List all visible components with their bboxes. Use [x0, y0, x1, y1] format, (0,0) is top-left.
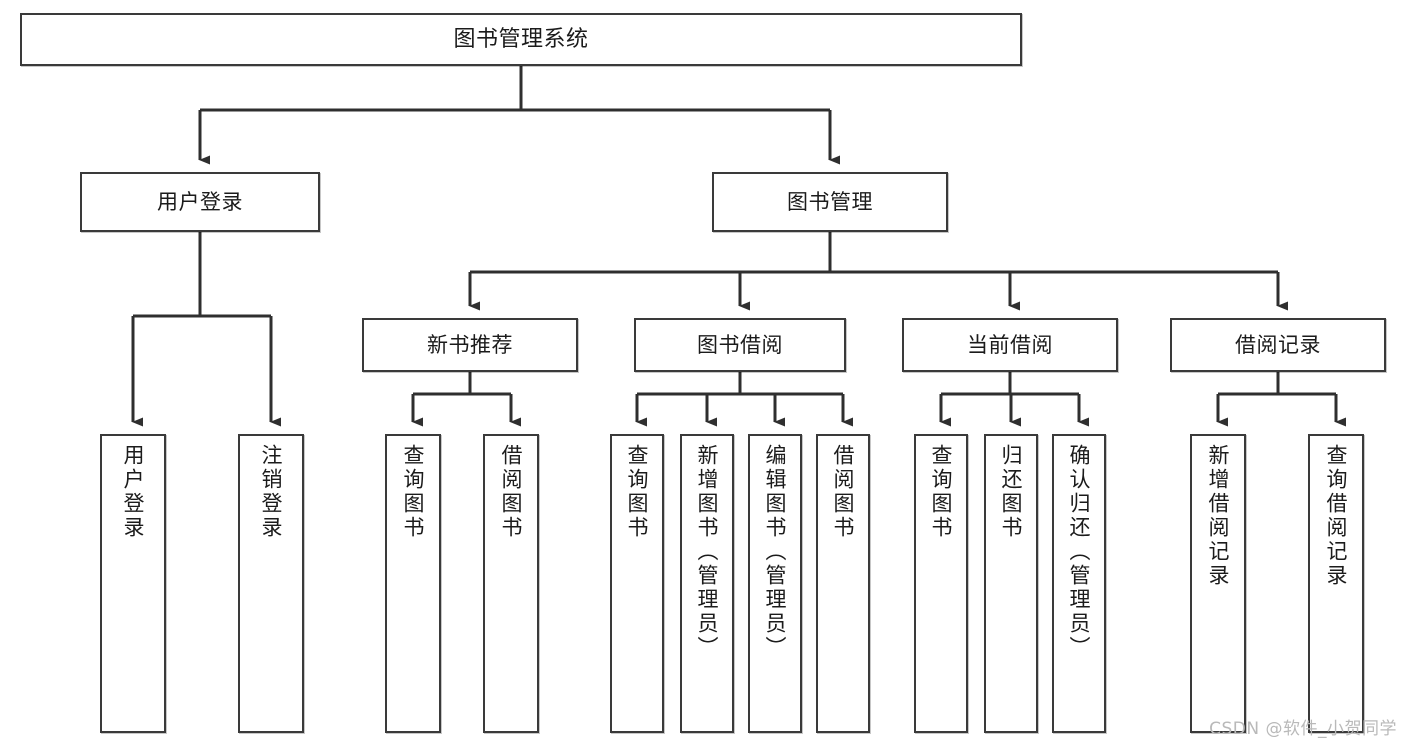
node-label: 归还图书 [999, 444, 1024, 540]
node-label: 查询图书 [401, 444, 426, 540]
node-leaf-query-rec[interactable]: 查询借阅记录 [1308, 434, 1364, 733]
node-label: 图书管理 [787, 189, 873, 214]
node-book-borrow[interactable]: 图书借阅 [634, 318, 846, 372]
node-leaf-query-2[interactable]: 查询图书 [610, 434, 664, 733]
node-label: 新增图书（管理员） [695, 444, 720, 660]
node-leaf-borrow-2[interactable]: 借阅图书 [816, 434, 870, 733]
node-label: 查询图书 [929, 444, 954, 540]
node-leaf-return[interactable]: 归还图书 [984, 434, 1038, 733]
node-label: 新增借阅记录 [1206, 444, 1231, 588]
node-leaf-edit-book[interactable]: 编辑图书（管理员） [748, 434, 802, 733]
node-leaf-confirm[interactable]: 确认归还（管理员） [1052, 434, 1106, 733]
node-label: 查询借阅记录 [1324, 444, 1349, 588]
node-user-login[interactable]: 用户登录 [80, 172, 320, 232]
node-label: 借阅图书 [831, 444, 856, 540]
node-root[interactable]: 图书管理系统 [20, 13, 1022, 66]
node-label: 用户登录 [121, 444, 146, 540]
node-label: 当前借阅 [967, 332, 1053, 357]
node-leaf-add-book[interactable]: 新增图书（管理员） [680, 434, 734, 733]
node-label: 查询图书 [625, 444, 650, 540]
node-label: 注销登录 [259, 444, 284, 540]
node-label: 新书推荐 [427, 332, 513, 357]
node-current-borrow[interactable]: 当前借阅 [902, 318, 1118, 372]
node-leaf-borrow-1[interactable]: 借阅图书 [483, 434, 539, 733]
node-leaf-user-login[interactable]: 用户登录 [100, 434, 166, 733]
node-label: 编辑图书（管理员） [763, 444, 788, 660]
node-leaf-logout[interactable]: 注销登录 [238, 434, 304, 733]
node-book-manage[interactable]: 图书管理 [712, 172, 948, 232]
node-label: 借阅图书 [499, 444, 524, 540]
node-label: 用户登录 [157, 189, 243, 214]
node-leaf-query-1[interactable]: 查询图书 [385, 434, 441, 733]
node-label: 图书借阅 [697, 332, 783, 357]
node-leaf-add-rec[interactable]: 新增借阅记录 [1190, 434, 1246, 733]
node-label: 图书管理系统 [453, 26, 589, 52]
node-leaf-query-3[interactable]: 查询图书 [914, 434, 968, 733]
node-new-book-rec[interactable]: 新书推荐 [362, 318, 578, 372]
node-label: 确认归还（管理员） [1067, 444, 1092, 660]
node-borrow-record[interactable]: 借阅记录 [1170, 318, 1386, 372]
node-label: 借阅记录 [1235, 332, 1321, 357]
watermark-text: CSDN @软件_小贺同学 [1209, 719, 1397, 739]
